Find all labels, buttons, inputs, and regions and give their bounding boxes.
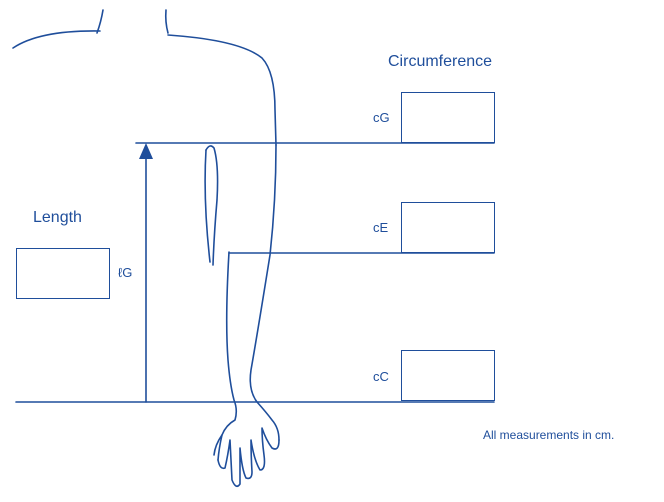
cc-input-box[interactable] <box>401 350 495 401</box>
ce-label: cE <box>373 220 388 235</box>
cg-input-box[interactable] <box>401 92 495 143</box>
left-shoulder-outline <box>13 31 100 48</box>
arm-outer-edge <box>250 145 279 440</box>
cg-label: cG <box>373 110 390 125</box>
length-arrow-head <box>139 143 153 159</box>
ce-input-box[interactable] <box>401 202 495 253</box>
neck-left-line <box>97 10 103 33</box>
cc-label: cC <box>373 369 389 384</box>
hand-outline <box>218 428 279 486</box>
lg-label: ℓG <box>118 265 132 280</box>
thumb-outline <box>214 435 222 455</box>
upper-arm-fold <box>205 150 210 262</box>
right-shoulder-outline <box>168 35 276 145</box>
circumference-heading: Circumference <box>388 53 492 71</box>
units-note: All measurements in cm. <box>483 428 614 442</box>
lg-input-box[interactable] <box>16 248 110 299</box>
arm-inner-lower-edge <box>218 252 236 460</box>
neck-right-line <box>166 10 168 33</box>
length-heading: Length <box>33 209 82 227</box>
